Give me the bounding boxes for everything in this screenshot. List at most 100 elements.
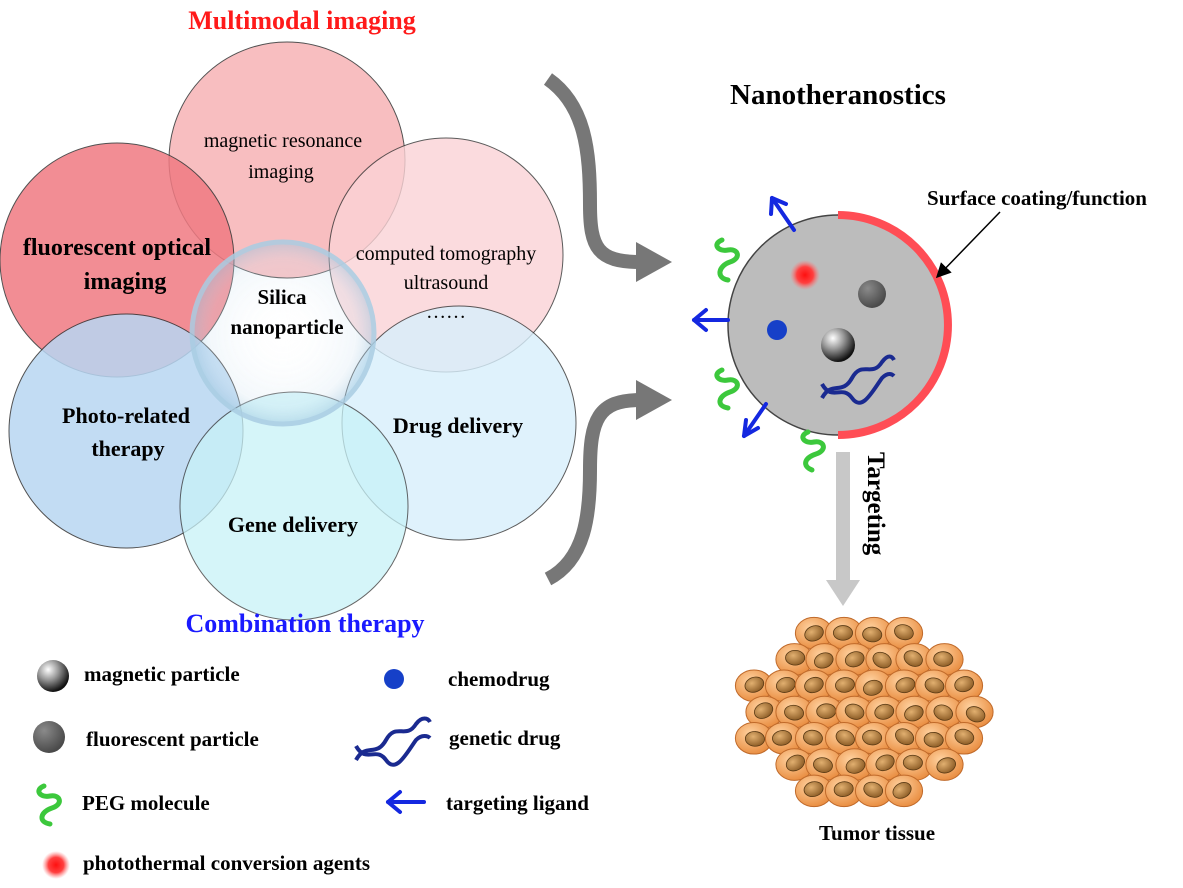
tumor-cell-nucleus bbox=[803, 729, 823, 746]
tumor-cell-nucleus bbox=[804, 625, 824, 642]
tumor-cell-nucleus bbox=[844, 651, 865, 668]
ct-label-line3: …… bbox=[426, 301, 466, 323]
peg-molecule-icon bbox=[36, 783, 62, 827]
photo-label-line2: therapy bbox=[91, 436, 164, 461]
gene-label: Gene delivery bbox=[228, 512, 358, 537]
tumor-cell-nucleus bbox=[894, 624, 914, 641]
legend: magnetic particle fluorescent particle P… bbox=[33, 660, 589, 879]
tumor-cell-nucleus bbox=[862, 729, 883, 746]
drug-label: Drug delivery bbox=[393, 413, 523, 438]
tumor-cell-nucleus bbox=[863, 781, 884, 798]
ct-label-line2: ultrasound bbox=[404, 272, 488, 294]
tumor-cell-nucleus bbox=[844, 703, 865, 720]
tumor-cell-nucleus bbox=[892, 782, 912, 799]
tumor-cell-nucleus bbox=[874, 703, 895, 720]
multimodal-heading: Multimodal imaging bbox=[188, 6, 416, 35]
application-circles bbox=[0, 41, 577, 621]
tumor-cell-nucleus bbox=[744, 676, 765, 693]
tumor-cell-nucleus bbox=[833, 781, 854, 797]
tumor-cell-nucleus bbox=[804, 676, 824, 694]
tumor-cell-nucleus bbox=[954, 728, 975, 745]
legend-peg: PEG molecule bbox=[82, 791, 210, 815]
tumor-tissue-label: Tumor tissue bbox=[819, 821, 935, 845]
legend-ligand: targeting ligand bbox=[446, 791, 589, 815]
genetic-drug-icon bbox=[354, 716, 432, 767]
targeting-label: Targeting bbox=[862, 452, 889, 556]
nanoparticle bbox=[727, 211, 952, 439]
peg-molecule-icon bbox=[800, 429, 826, 473]
targeting-arrow-head bbox=[826, 580, 860, 606]
combination-heading: Combination therapy bbox=[185, 609, 424, 638]
ct-label-line1: computed tomography bbox=[356, 243, 537, 265]
peg-molecule-icon bbox=[714, 367, 740, 411]
tumor-cell-nucleus bbox=[895, 728, 915, 746]
targeting-ligand-icon bbox=[692, 308, 730, 332]
targeting-arrow-shaft bbox=[836, 452, 850, 582]
nanotheranostics-title: Nanotheranostics bbox=[730, 79, 946, 111]
photothermal-agent-icon bbox=[790, 260, 820, 290]
tumor-cell-nucleus bbox=[924, 677, 945, 694]
tumor-cell-nucleus bbox=[803, 781, 824, 798]
tumor-cell-nucleus bbox=[936, 757, 956, 774]
tumor-cell-nucleus bbox=[965, 706, 986, 723]
photo-label-line1: Photo-related bbox=[62, 403, 190, 428]
tumor-cell-nucleus bbox=[933, 651, 954, 667]
tumor-cell-nucleus bbox=[875, 754, 895, 772]
tumor-cell-nucleus bbox=[784, 704, 804, 721]
circle-gene bbox=[179, 391, 409, 621]
fluorescent-label-line1: fluorescent optical bbox=[23, 235, 212, 261]
legend-genetic: genetic drug bbox=[449, 726, 561, 750]
tumor-cell-nucleus bbox=[872, 651, 892, 669]
silica-nanoparticle-ring bbox=[189, 239, 377, 427]
tumor-cell-nucleus bbox=[744, 731, 765, 747]
legend-fluorescent: fluorescent particle bbox=[86, 727, 259, 751]
legend-photothermal: photothermal conversion agents bbox=[83, 851, 370, 875]
lower-curved-arrow bbox=[544, 393, 641, 586]
tumor-cell-nucleus bbox=[954, 676, 974, 693]
chemodrug-icon bbox=[767, 320, 787, 340]
surface-coating-label: Surface coating/function bbox=[927, 186, 1147, 210]
surface-coating-arc bbox=[837, 211, 952, 439]
photothermal-agent-icon bbox=[42, 851, 70, 879]
targeting-ligand-icon bbox=[742, 402, 768, 438]
magnetic-particle-icon bbox=[821, 328, 855, 362]
targeting-ligand-icon bbox=[769, 196, 796, 232]
targeting-ligand-icon bbox=[386, 790, 426, 814]
tumor-cell-nucleus bbox=[785, 754, 805, 772]
tumor-cell-nucleus bbox=[863, 679, 883, 696]
tumor-cell-nucleus bbox=[845, 757, 866, 774]
magnetic-particle-icon bbox=[37, 660, 69, 692]
tumor-cell-nucleus bbox=[753, 702, 774, 719]
tumor-cell-nucleus bbox=[923, 731, 944, 748]
tumor-cell-nucleus bbox=[862, 626, 883, 643]
tumor-cell-nucleus bbox=[785, 649, 806, 666]
lower-arrowhead bbox=[636, 380, 672, 420]
mri-label-line2: imaging bbox=[248, 161, 314, 183]
legend-chemodrug: chemodrug bbox=[448, 667, 550, 691]
tumor-cell-nucleus bbox=[903, 650, 923, 667]
silica-label-line1: Silica bbox=[257, 285, 307, 309]
targeting-ligands bbox=[692, 196, 796, 438]
gray-arrows bbox=[543, 73, 641, 586]
tumor-cell-nucleus bbox=[904, 705, 924, 722]
mri-label-line1: magnetic resonance bbox=[204, 130, 362, 152]
fluorescent-particle-icon bbox=[33, 721, 65, 753]
chemodrug-icon bbox=[384, 669, 404, 689]
silica-label-line2: nanoparticle bbox=[230, 315, 343, 339]
upper-curved-arrow bbox=[543, 73, 641, 269]
peg-molecules bbox=[714, 237, 826, 473]
tumor-cell-nucleus bbox=[775, 677, 796, 693]
fluorescent-particle-icon bbox=[858, 280, 886, 308]
fluorescent-label-line2: imaging bbox=[84, 269, 167, 295]
tumor-cell-nucleus bbox=[814, 652, 834, 669]
legend-magnetic: magnetic particle bbox=[84, 662, 240, 686]
tumor-cell-nucleus bbox=[835, 677, 855, 693]
tumor-cell-nucleus bbox=[933, 704, 953, 721]
tumor-cell-nucleus bbox=[832, 625, 853, 641]
tumor-cell-nucleus bbox=[813, 757, 833, 773]
tumor-tissue bbox=[734, 616, 994, 808]
upper-arrowhead bbox=[636, 242, 672, 282]
tumor-cell-nucleus bbox=[835, 729, 855, 747]
peg-molecule-icon bbox=[714, 237, 740, 283]
